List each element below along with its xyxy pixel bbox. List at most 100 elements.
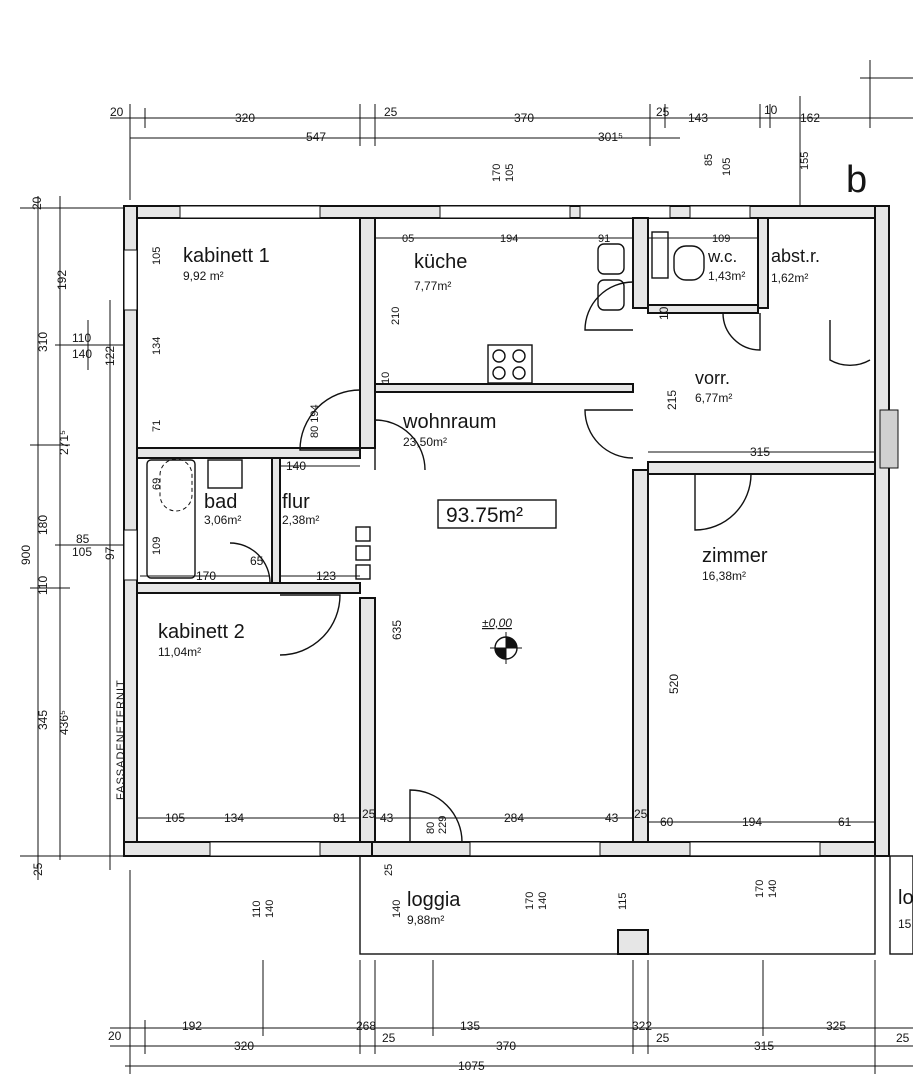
kitchen-fixtures [487,243,625,384]
left-dimension-lines [20,196,130,880]
interior-walls [136,217,876,843]
room-name-abstr: abst.r. [771,246,820,266]
dim-bot-320: 320 [234,1039,254,1053]
dim-int-91: 91 [598,233,610,245]
dim-int-43a: 43 [380,811,394,825]
dim-v-80: 80 [425,822,437,834]
dim-bot-322: 322 [632,1019,652,1033]
dim-int-140: 140 [286,459,306,473]
total-area-box [437,499,557,529]
dim-left-85: 85 [76,532,90,546]
svg-text:155: 155 [799,152,811,170]
dim-v-140c: 140 [767,880,779,898]
dim-v-109: 109 [151,537,163,555]
chimney-ducts [355,409,899,580]
room-name-vorr: vorr. [695,368,730,388]
room-name-wc: w.c. [707,247,737,266]
dim-top-320: 320 [235,111,255,125]
dim-bot-25a: 25 [382,1031,396,1045]
room-name-wohnraum: wohnraum [402,411,496,433]
dim-left-192: 192 [55,270,69,290]
dim-bot-325: 325 [826,1019,846,1033]
room-area-vorr: 6,77m² [695,391,732,405]
dim-v-140b: 140 [537,892,549,910]
dim-int-284: 284 [504,811,524,825]
dim-top-25b: 25 [656,105,670,119]
dim-left-25: 25 [31,862,45,876]
dim-int-25b: 25 [634,807,648,821]
dim-int-25a: 25 [362,807,376,821]
room-name-bad: bad [204,491,237,513]
room-area-kabinett2: 11,04m² [158,645,201,659]
dim-v-10a: 10 [380,372,392,384]
dim-int-315: 315 [750,445,770,459]
dim-bot-370: 370 [496,1039,516,1053]
dim-left-310: 310 [36,332,50,352]
dim-top-25a: 25 [384,105,398,119]
dim-left-4365: 436⁵ [57,710,71,735]
section-mark-b: b [846,159,867,201]
dim-left-2715: 271⁵ [57,430,71,455]
room-name-lo-partial: lo [898,887,913,909]
loggia-outline [359,855,913,955]
room-area-loggia: 9,88m² [407,913,444,927]
dim-v-140d: 140 [391,900,403,918]
dim-int-05: 05 [402,233,414,245]
room-name-flur: flur [282,491,310,513]
dim-left-110b: 110 [36,576,50,595]
dim-int-109: 109 [712,233,730,245]
svg-text:80 194: 80 194 [309,404,321,438]
total-area: 93.75m² [446,504,523,527]
dim-v-110: 110 [251,900,263,918]
svg-text:105: 105 [504,164,516,182]
dim-int-65: 65 [250,554,264,568]
room-area-kueche: 7,77m² [414,279,451,293]
room-area-wohnraum: 23,50m² [403,435,447,449]
dim-bot-1075: 1075 [458,1059,485,1073]
svg-text:85: 85 [703,154,715,166]
dim-top-10: 10 [764,103,778,117]
room-area-lo-partial: 15, [898,917,913,931]
dim-v-140a: 140 [264,900,276,918]
dim-int-170: 170 [196,569,216,583]
dim-v-229: 229 [437,816,449,834]
dim-v-134: 134 [151,337,163,355]
dim-left-180: 180 [36,515,50,535]
dim-left-110: 110 [72,331,91,345]
bathroom-fixtures [146,231,705,579]
dim-left-20: 20 [30,196,44,210]
dim-left-345: 345 [36,710,50,730]
dim-left-900: 900 [19,545,33,565]
dim-int-60: 60 [660,815,674,829]
dim-top-143: 143 [688,111,708,125]
dim-bot-25b: 25 [656,1031,670,1045]
dim-int-194a: 194 [500,233,518,245]
bottom-dimension-lines [110,870,913,1074]
dim-v-69: 69 [151,478,163,490]
dim-bot-25c: 25 [896,1031,910,1045]
room-area-bad: 3,06m² [204,513,241,527]
dim-top-162: 162 [800,111,820,125]
dim-left-97: 97 [103,546,117,560]
room-name-kabinett2: kabinett 2 [158,621,245,643]
dim-v-170b: 170 [754,880,766,898]
dim-v-10b: 10 [657,306,671,320]
dim-bot-315: 315 [754,1039,774,1053]
dim-int-105: 105 [165,811,185,825]
dim-top-301: 301⁵ [598,130,623,144]
dim-v-25: 25 [383,864,395,876]
dim-v-520: 520 [667,674,681,694]
room-name-kueche: küche [414,251,467,273]
dim-top-20: 20 [110,105,124,119]
outer-walls [123,205,890,857]
room-area-kabinett1: 9,92 m² [183,269,224,283]
elevation-label: ±0,00 [482,616,512,630]
dim-v-115: 115 [617,892,629,910]
dim-int-194b: 194 [742,815,762,829]
room-name-zimmer: zimmer [702,545,768,567]
room-area-zimmer: 16,38m² [702,569,746,583]
room-area-flur: 2,38m² [282,513,319,527]
room-name-kabinett1: kabinett 1 [183,245,270,267]
dim-v-71: 71 [151,420,163,432]
